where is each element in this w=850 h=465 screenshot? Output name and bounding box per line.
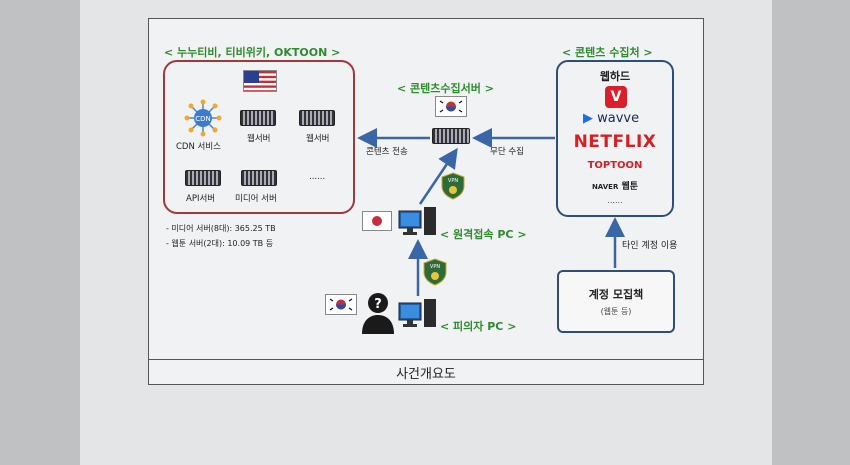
- us-flag-icon: [243, 70, 277, 92]
- account-recruiter-box: [557, 270, 675, 333]
- sources-title: < 콘텐츠 수집처 >: [562, 46, 653, 59]
- sources-ellipsis: ......: [607, 196, 623, 205]
- api-server-label: API서버: [186, 194, 216, 204]
- account-recruiter-subtitle: (웹툰 등): [600, 307, 632, 316]
- collection-server-title: < 콘텐츠수집서버 >: [397, 82, 494, 95]
- korea-flag-icon-2: [325, 294, 357, 315]
- source-naver-webtoon: NAVER 웹툰: [591, 182, 639, 192]
- media-server-icon: [241, 170, 277, 186]
- web-server-2-icon: [299, 110, 335, 126]
- suspect-pc-icon: [398, 299, 436, 327]
- svg-text:VPN: VPN: [430, 264, 440, 270]
- unauthorized-collect-label: 무단 수집: [490, 147, 524, 157]
- cdn-icon-text: CDN: [195, 115, 211, 123]
- web-server-2-label: 웹서버: [306, 134, 330, 144]
- source-wavve: ▶ wavve: [583, 111, 640, 126]
- cdn-group-box: [163, 60, 355, 214]
- korea-flag-icon: [435, 96, 467, 117]
- web-server-1-label: 웹서버: [247, 134, 271, 144]
- media-server-label: 미디어 서버: [235, 194, 277, 204]
- media-storage-note: - 미디어 서버(8대): 365.25 TB: [166, 224, 276, 233]
- vpn-shield-icon: VPN: [441, 172, 465, 200]
- remote-pc-label: < 원격접속 PC >: [440, 228, 527, 241]
- webtoon-storage-note: - 웹툰 서버(2대): 10.09 TB 등: [166, 239, 274, 248]
- source-webhard: 웹하드: [599, 70, 631, 83]
- content-send-label: 콘텐츠 전송: [366, 147, 408, 157]
- sources-box: [556, 60, 674, 217]
- more-servers-ellipsis: ......: [309, 172, 326, 182]
- diagram-caption: 사건개요도: [148, 359, 704, 385]
- cdn-network-icon: CDN: [184, 99, 222, 137]
- svg-text:?: ?: [374, 297, 382, 312]
- webhard-logo-icon: V: [605, 86, 627, 108]
- suspect-pc-label: < 피의자 PC >: [440, 320, 517, 333]
- web-server-1-icon: [240, 110, 276, 126]
- collection-server-icon: [432, 128, 470, 144]
- remote-pc-icon: [398, 207, 436, 235]
- suspect-person-icon: ?: [362, 293, 394, 334]
- cdn-service-label: CDN 서비스: [176, 142, 222, 152]
- vpn-shield-icon-2: VPN: [423, 258, 447, 286]
- cdn-group-title: < 누누티비, 티비위키, OKTOON >: [164, 46, 341, 59]
- api-server-icon: [185, 170, 221, 186]
- japan-flag-icon: [362, 211, 392, 231]
- account-recruiter-title: 계정 모집책: [588, 288, 644, 301]
- other-account-use-label: 타인 계정 이용: [622, 241, 678, 251]
- source-toptoon: TOPTOON: [587, 160, 643, 171]
- source-netflix: NETFLIX: [573, 132, 657, 152]
- svg-text:VPN: VPN: [448, 178, 458, 184]
